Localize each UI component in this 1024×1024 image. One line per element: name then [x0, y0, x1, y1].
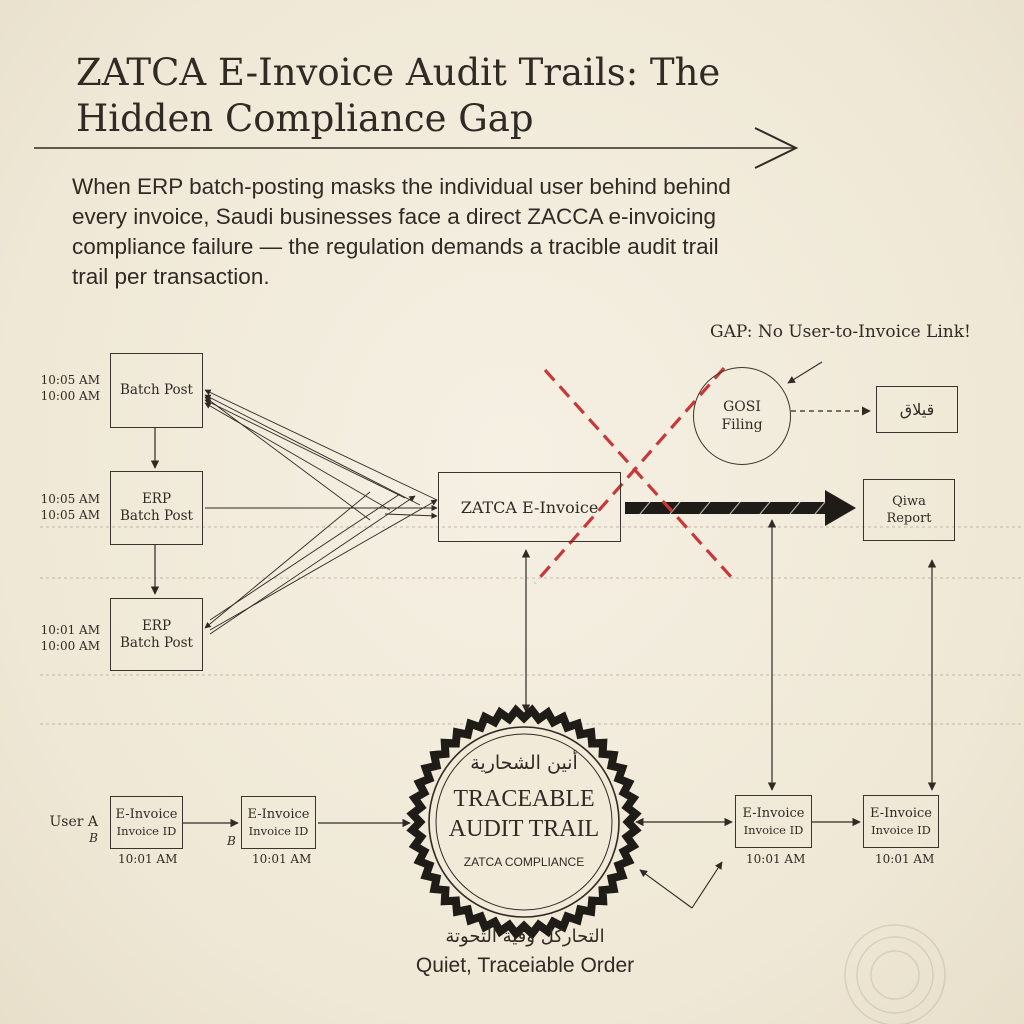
- arabic-box-label: قيلاق: [899, 400, 935, 419]
- batch-post-box-1: Batch Post: [110, 353, 203, 428]
- seal-line-1: TRACEABLE: [453, 786, 595, 812]
- batch-box-2-line-1: ERP: [141, 491, 172, 507]
- invoice-4-line-1: E-Invoice: [870, 805, 932, 821]
- batch-box-1-line-1: Batch Post: [120, 382, 193, 398]
- invoice-4-time: 10:01 AM: [875, 852, 935, 866]
- qiwa-line-2: Report: [886, 511, 932, 526]
- invoice-3-line-1: E-Invoice: [742, 805, 805, 821]
- intro-line-2: every invoice, Saudi businesses face a d…: [72, 204, 717, 229]
- intro-line-3: compliance failure — the regulation dema…: [72, 234, 719, 259]
- invoice-4-line-2: Invoice ID: [871, 822, 931, 837]
- seal-line-3: ZATCA COMPLIANCE: [463, 855, 585, 869]
- batch-box-3-line-1: ERP: [141, 617, 172, 634]
- batch-box-2-time-1: 10:05 AM: [40, 492, 100, 506]
- invoice-3-line-2: Invoice ID: [743, 822, 804, 837]
- gosi-line-1: GOSI: [723, 399, 761, 415]
- intro-paragraph: When ERP batch-posting masks the individ…: [72, 172, 832, 292]
- qiwa-line-1: Qiwa: [892, 494, 926, 509]
- invoice-box-4: E-Invoice Invoice ID: [863, 795, 939, 848]
- footer-caption: Quiet, Traceiable Order: [415, 954, 635, 977]
- gap-label: GAP: No User-to-Invoice Link!: [710, 322, 971, 342]
- intro-line-1: When ERP batch-posting masks the individ…: [72, 174, 731, 199]
- second-marker-b: B: [227, 834, 236, 848]
- seal-arabic: أنين الشحارية: [470, 752, 578, 774]
- batch-box-1-time-2: 10:00 AM: [40, 389, 100, 403]
- gosi-line-2: Filing: [721, 417, 763, 433]
- seal-feedback-arrows: [639, 861, 723, 909]
- user-label-a: User A: [49, 814, 98, 830]
- batch-box-3-line-2: Batch Post: [120, 634, 193, 651]
- batch-box-3-time-2: 10:00 AM: [40, 639, 100, 653]
- intro-line-4: trail per transaction.: [72, 264, 270, 289]
- zatca-box-label: ZATCA E-Invoice: [460, 497, 599, 517]
- batch-box-3-time-1: 10:01 AM: [40, 623, 100, 637]
- red-x-mark: [533, 366, 734, 585]
- invoice-1-line-1: E-Invoice: [115, 806, 178, 822]
- invoice-3-time: 10:01 AM: [746, 852, 806, 866]
- batch-box-1-time-1: 10:05 AM: [40, 373, 100, 387]
- title-line-2: Hidden Compliance Gap: [76, 97, 534, 140]
- audit-trail-seal: [406, 704, 642, 940]
- converging-lines: [204, 389, 438, 635]
- erp-batch-post-box-2: ERP Batch Post: [110, 471, 203, 545]
- invoice-1-time: 10:01 AM: [118, 852, 178, 866]
- batch-box-1-times: 10:05 AM 10:00 AM: [38, 372, 100, 404]
- invoice-2-line-2: Invoice ID: [248, 823, 309, 838]
- page-title: ZATCA E-Invoice Audit Trails: The Hidden…: [76, 50, 796, 142]
- invoice-box-3: E-Invoice Invoice ID: [735, 795, 812, 848]
- batch-box-2-times: 10:05 AM 10:05 AM: [38, 491, 100, 523]
- invoice-box-1: E-Invoice Invoice ID: [110, 796, 183, 849]
- arabic-box: قيلاق: [876, 386, 958, 433]
- erp-batch-post-box-3: ERP Batch Post: [110, 598, 203, 671]
- batch-box-2-line-2: Batch Post: [120, 508, 193, 524]
- user-label: User A B: [44, 814, 98, 846]
- batch-box-3-times: 10:01 AM 10:00 AM: [38, 622, 100, 654]
- invoice-2-line-1: E-Invoice: [247, 806, 310, 822]
- invoice-1-line-2: Invoice ID: [116, 823, 177, 838]
- faint-stamp: [844, 924, 946, 1024]
- zatca-e-invoice-box: ZATCA E-Invoice: [438, 472, 621, 542]
- title-arrow: [34, 127, 799, 169]
- gosi-filing-circle: GOSI Filing: [693, 367, 791, 465]
- seal-line-2: AUDIT TRAIL: [448, 816, 600, 842]
- footer-arabic: التحاركل وفية التحوتة: [445, 926, 605, 947]
- qiwa-report-box: Qiwa Report: [863, 479, 955, 541]
- batch-box-2-time-2: 10:05 AM: [40, 508, 100, 522]
- invoice-2-time: 10:01 AM: [252, 852, 312, 866]
- thick-arrow: [625, 490, 856, 526]
- user-label-b: B: [89, 831, 98, 845]
- gap-pointer: [787, 361, 823, 384]
- invoice-box-2: E-Invoice Invoice ID: [241, 796, 316, 849]
- title-line-1: ZATCA E-Invoice Audit Trails: The: [76, 51, 721, 94]
